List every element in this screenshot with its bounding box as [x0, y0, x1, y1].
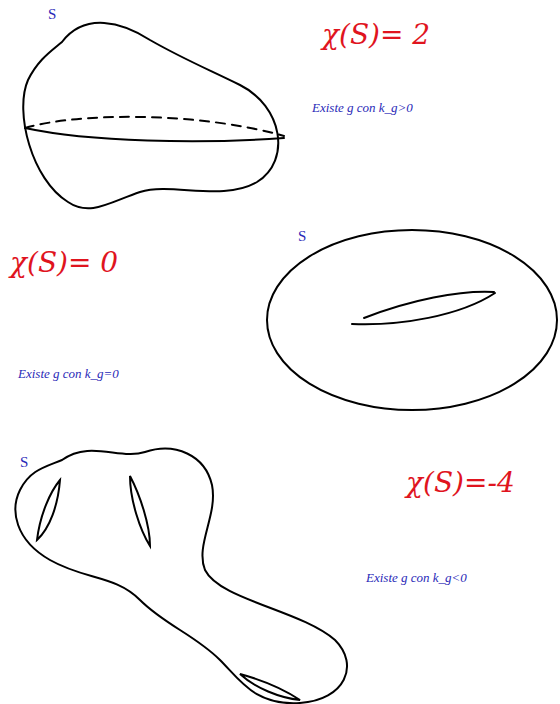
surface-name: S — [20, 454, 28, 471]
curvature-note: Existe g con k_g<0 — [366, 570, 467, 586]
torus-outline — [267, 230, 557, 410]
surface-name: S — [48, 6, 56, 23]
euler-characteristic: χ(S)= 2 — [322, 18, 430, 51]
torus-hole-upper — [364, 292, 494, 318]
curvature-note: Existe g con k_g>0 — [312, 100, 413, 116]
euler-characteristic: χ(S)=-4 — [406, 466, 515, 499]
torus-hole-lower — [352, 293, 495, 324]
hole-three — [240, 674, 300, 700]
sphere-equator-back — [25, 117, 284, 136]
hole-one — [37, 480, 60, 540]
sphere-outline — [23, 23, 278, 208]
sphere-equator-front — [25, 128, 284, 141]
surface-name: S — [298, 228, 306, 245]
genus-three-outline — [15, 449, 347, 704]
euler-characteristic: χ(S)= 0 — [10, 246, 118, 279]
hole-two — [130, 476, 150, 546]
curvature-note: Existe g con k_g=0 — [18, 366, 119, 382]
